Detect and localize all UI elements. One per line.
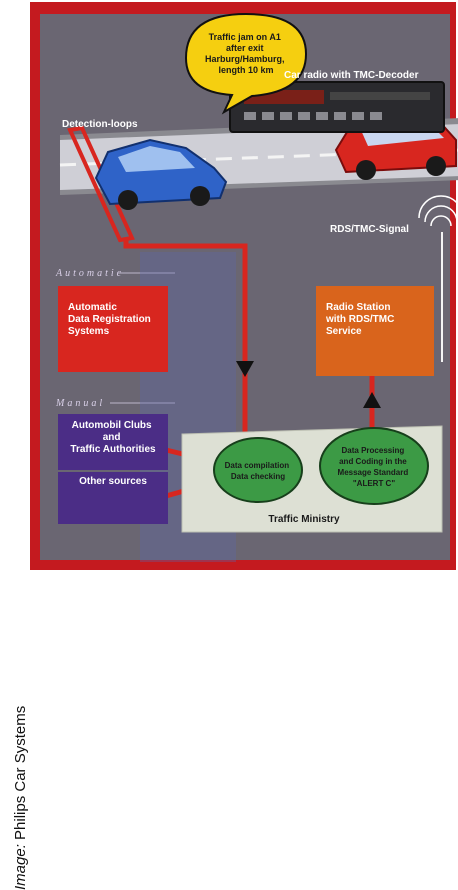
automobile-clubs-line: Traffic Authorities [70, 444, 156, 455]
other-sources-box: Other sources [58, 472, 168, 524]
svg-text:Radio Station with RDS/T: Radio Station with RDS/TMC Service [325, 302, 397, 337]
radio-station-line: Radio Station [326, 302, 390, 313]
bubble-line: Traffic jam on A1 [209, 32, 281, 42]
data-processing-line: Message Standard [338, 468, 409, 477]
car-radio-icon [229, 81, 445, 133]
tmc-diagram: Traffic jam on A1 after exit Harburg/Ham… [55, 12, 458, 562]
data-processing-ellipse: Data Processing and Coding in the Messag… [319, 427, 429, 505]
arrow-up-icon [363, 392, 381, 408]
automobile-clubs-line: Automobil Clubs [72, 420, 152, 431]
other-sources-label: Other sources [79, 476, 147, 487]
radio-station-box: Radio Station with RDS/TMC Service [316, 286, 434, 376]
traffic-message-bubble: Traffic jam on A1 after exit Harburg/Ham… [184, 12, 308, 115]
bubble-line: after exit [226, 43, 264, 53]
traffic-ministry-label: Traffic Ministry [268, 514, 340, 525]
svg-text:Automobil Clubs and: Automobil Clubs and Traffic Authorities [70, 420, 156, 455]
automobile-clubs-box: Automobil Clubs and Traffic Authorities [58, 414, 168, 470]
blue-car-icon [94, 138, 228, 210]
detection-loop [67, 125, 135, 243]
manual-section-label: Manual [55, 398, 105, 409]
data-processing-line: and Coding in the [339, 457, 407, 466]
bubble-line: length 10 km [218, 65, 273, 75]
image-credit-name: Philips Car Systems [12, 705, 29, 840]
svg-text:Data compilation Data ch: Data compilation Data checking [225, 461, 292, 481]
automatic-section-label: Automatic [55, 268, 124, 279]
rds-signal-waves-icon [418, 195, 458, 227]
image-credit-text: Image: Philips Car Systems [12, 706, 29, 890]
arrow-down-icon [236, 361, 254, 377]
rds-signal-label: RDS/TMC-Signal [330, 224, 409, 235]
svg-text:Data Processing and Codi: Data Processing and Coding in the Messag… [338, 446, 411, 488]
data-processing-line: "ALERT C" [353, 479, 395, 488]
data-registration-line: Systems [68, 326, 110, 337]
bubble-line: Harburg/Hamburg, [205, 54, 285, 64]
car-radio-label: Car radio with TMC-Decoder [284, 70, 419, 81]
data-compilation-ellipse: Data compilation Data checking [213, 437, 303, 503]
data-processing-line: Data Processing [342, 446, 405, 455]
data-registration-line: Data Registration [68, 314, 151, 325]
svg-text:Automatic Data Registrat: Automatic Data Registration Systems [68, 302, 154, 337]
data-registration-line: Automatic [68, 302, 117, 313]
radio-station-line: Service [326, 326, 362, 337]
data-registration-box: Automatic Data Registration Systems [58, 286, 168, 372]
detection-loops-label: Detection-loops [62, 119, 138, 130]
svg-text:Traffic jam on A1 after: Traffic jam on A1 after exit Harburg/Ham… [205, 32, 287, 75]
radio-station-line: with RDS/TMC [325, 314, 394, 325]
data-compilation-line: Data checking [231, 472, 285, 481]
automobile-clubs-line: and [103, 432, 121, 443]
image-credit-prefix: Image: [12, 844, 29, 890]
data-compilation-line: Data compilation [225, 461, 290, 470]
